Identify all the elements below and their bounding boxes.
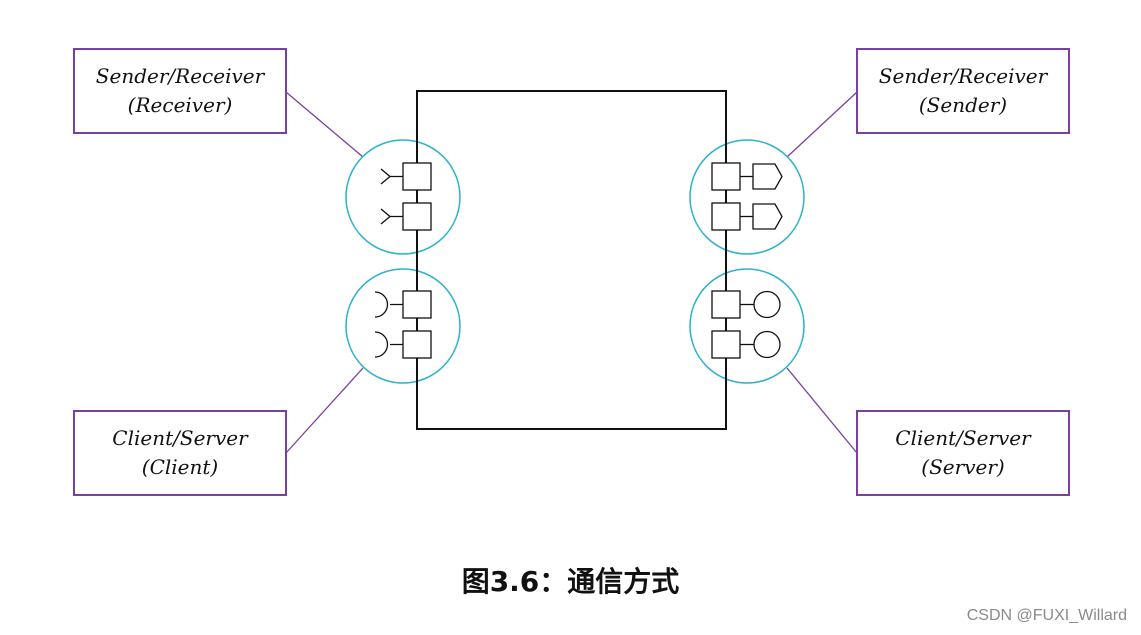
component-block	[416, 90, 727, 430]
connector-top-left	[285, 91, 364, 158]
box-title: Sender/Receiver	[878, 64, 1048, 88]
box-title: Client/Server	[112, 426, 248, 450]
client-port-group	[345, 268, 461, 384]
box-client-server-server: Client/Server (Server)	[856, 410, 1070, 496]
server-port-group	[689, 268, 805, 384]
box-role: (Receiver)	[127, 93, 233, 117]
server-port-1	[711, 290, 781, 319]
box-role: (Server)	[921, 455, 1005, 479]
box-client-server-client: Client/Server (Client)	[73, 410, 287, 496]
server-port-2	[711, 330, 781, 359]
connector-bottom-right	[786, 367, 858, 454]
client-port-2	[374, 330, 432, 359]
receiver-port-1	[380, 162, 432, 191]
receiver-port-group	[345, 139, 461, 255]
box-role: (Sender)	[918, 93, 1008, 117]
box-title: Client/Server	[895, 426, 1031, 450]
watermark: CSDN @FUXI_Willard	[966, 607, 1127, 624]
connector-bottom-left	[285, 367, 364, 454]
connector-top-right	[786, 91, 858, 158]
box-sender-receiver-receiver: Sender/Receiver (Receiver)	[73, 48, 287, 134]
sender-port-group	[689, 139, 805, 255]
receiver-port-2	[380, 202, 432, 231]
sender-port-1	[711, 162, 783, 191]
client-port-1	[374, 290, 432, 319]
sender-port-2	[711, 202, 783, 231]
box-role: (Client)	[141, 455, 219, 479]
box-sender-receiver-sender: Sender/Receiver (Sender)	[856, 48, 1070, 134]
figure-caption: 图3.6：通信方式	[461, 565, 680, 598]
box-title: Sender/Receiver	[95, 64, 265, 88]
